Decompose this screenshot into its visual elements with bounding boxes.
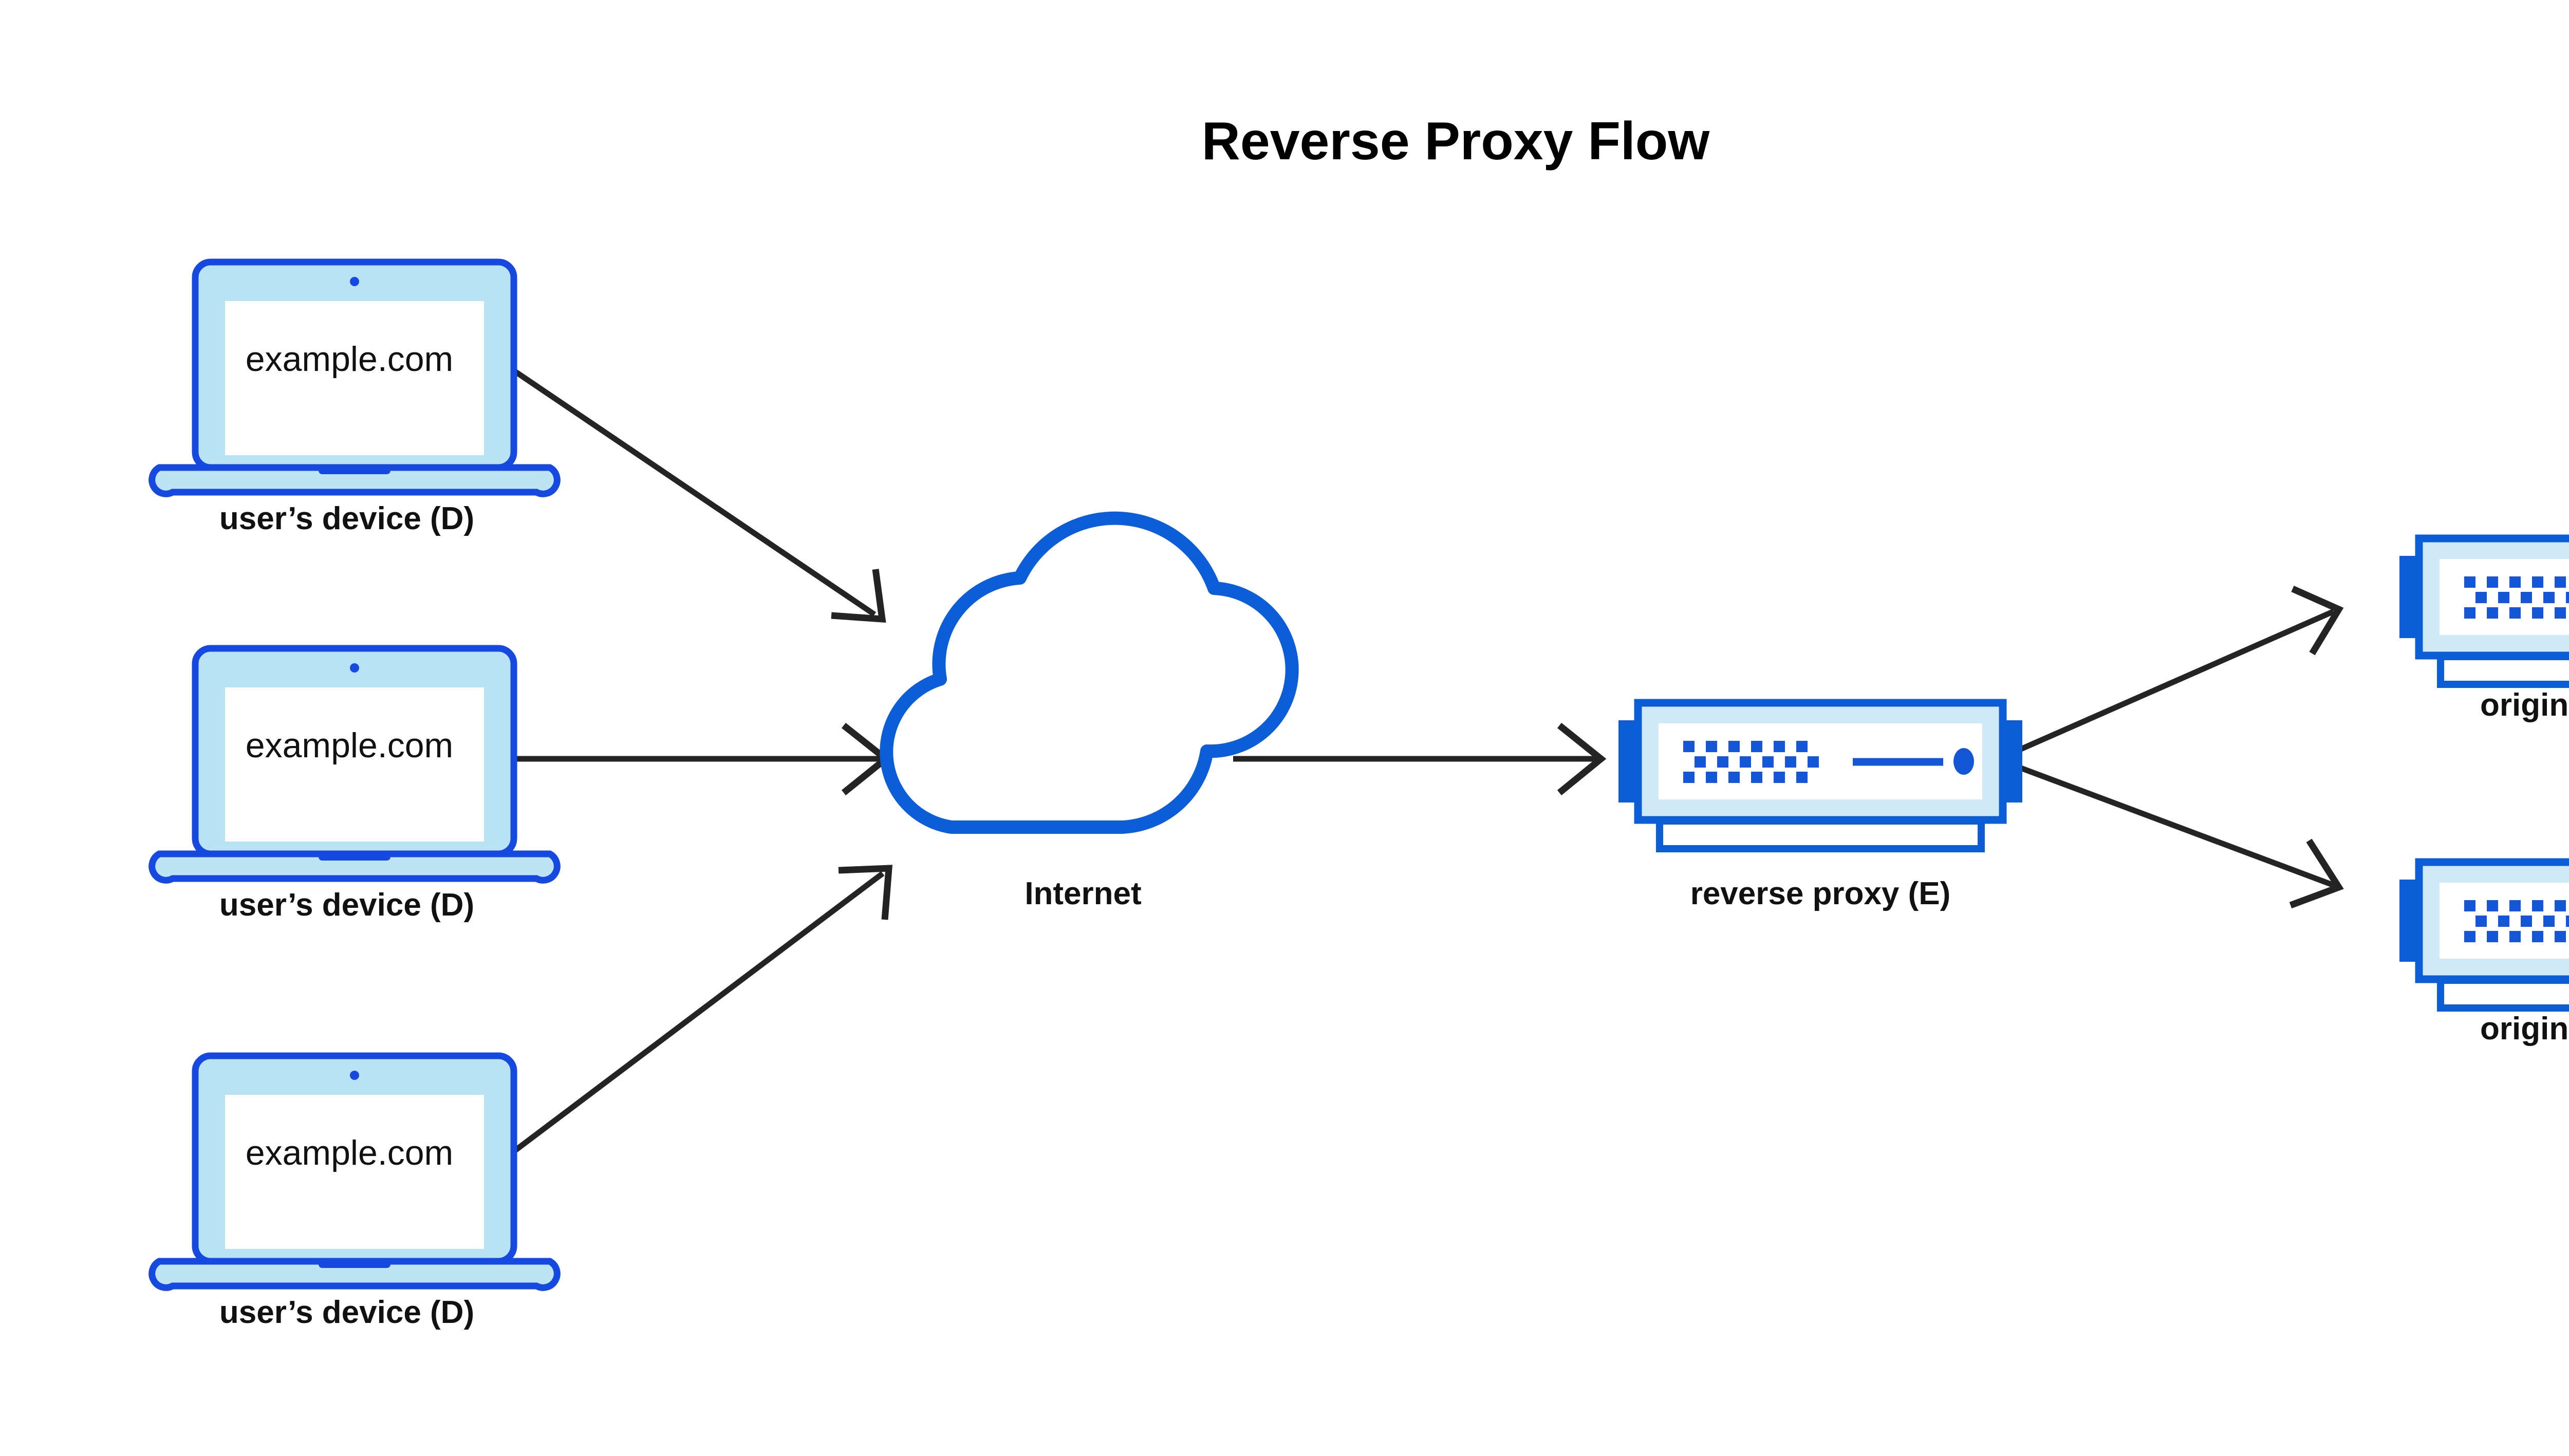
edge-proxy-to-origin-bottom <box>1997 756 2344 909</box>
node-reverse-proxy[interactable]: reverse proxy (E) <box>1618 703 2022 911</box>
device-label: user’s device (D) <box>219 887 474 923</box>
server-icon <box>2399 862 2569 1008</box>
device-label: user’s device (D) <box>219 501 474 536</box>
edge-device-bottom-to-cloud <box>509 865 893 1156</box>
device-screen-text: example.com <box>246 1133 453 1172</box>
edge-device-top-to-cloud <box>509 366 886 623</box>
node-internet-cloud[interactable]: Internet <box>880 511 1299 911</box>
proxy-label: reverse proxy (E) <box>1690 876 1951 911</box>
edge-proxy-to-origin-top <box>1996 586 2344 762</box>
origin-label: origin server (F) <box>2480 687 2569 723</box>
node-origin-server-top[interactable]: origin server (F) <box>2399 538 2569 723</box>
edge-cloud-to-proxy <box>1233 722 1607 796</box>
device-screen-text: example.com <box>246 726 453 765</box>
server-icon <box>2399 538 2569 684</box>
node-origin-server-bottom[interactable]: origin server (F) <box>2399 862 2569 1047</box>
cloud-label: Internet <box>1025 876 1141 911</box>
device-label: user’s device (D) <box>219 1295 474 1330</box>
edge-device-middle-to-cloud <box>511 722 891 796</box>
cloud-icon <box>880 511 1299 834</box>
connector-layer <box>509 366 2344 1156</box>
device-screen-text: example.com <box>246 340 453 379</box>
node-user-device-middle[interactable]: example.com user’s device (D) <box>152 648 557 923</box>
page-title: Reverse Proxy Flow <box>1202 111 1710 171</box>
server-icon <box>1618 703 2022 849</box>
origin-label: origin server (F) <box>2480 1011 2569 1047</box>
node-user-device-bottom[interactable]: example.com user’s device (D) <box>152 1056 557 1330</box>
node-user-device-top[interactable]: example.com user’s device (D) <box>152 262 557 536</box>
